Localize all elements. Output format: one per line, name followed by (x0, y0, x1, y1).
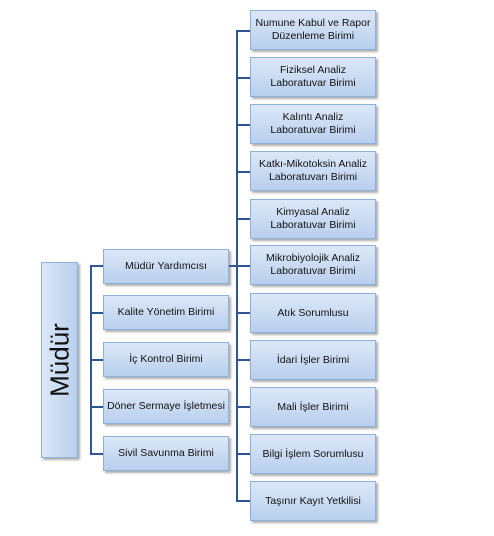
connector-stub (236, 124, 250, 126)
unit-label-line1: Numune Kabul ve Rapor (255, 17, 371, 29)
connector-stub (236, 30, 250, 32)
unit-label: Müdür Yardımcısı (125, 260, 207, 272)
unit-label-line1: Kalıntı Analiz (282, 111, 344, 123)
connector-stub (90, 406, 103, 408)
unit-mudur-yardimcisi: Müdür Yardımcısı (103, 249, 229, 284)
unit-label-line2: Laboratuvar Birimi (270, 219, 356, 231)
unit-label-line1: Kimyasal Analiz (276, 206, 350, 218)
connector-stub (236, 406, 250, 408)
unit-label-line2: Laboratuvar Birimi (270, 124, 356, 136)
connector-stub (90, 359, 103, 361)
unit-tasinir-kayit: Taşınır Kayıt Yetkilisi (250, 481, 376, 521)
connector-stub (236, 265, 250, 267)
unit-label: Döner Sermaye İşletmesi (107, 400, 225, 412)
connector-stub (236, 359, 250, 361)
unit-label-line1: Mikrobiyolojik Analiz (266, 252, 360, 264)
connector-stub (236, 171, 250, 173)
connector-stub (90, 265, 103, 267)
connector-deputy-to-trunk (229, 265, 238, 267)
unit-label-line1: Katkı-Mikotoksin Analiz (259, 158, 367, 170)
connector-stub (236, 218, 250, 220)
unit-label: Sivil Savunma Birimi (118, 447, 214, 459)
root-director-label: Müdür (44, 323, 74, 397)
connector-stub (236, 312, 250, 314)
connector-stub (90, 312, 103, 314)
unit-label: Mali İşler Birimi (277, 400, 349, 413)
unit-sivil-savunma: Sivil Savunma Birimi (103, 436, 229, 471)
unit-label-line2: Laboratuvar Birimi (270, 265, 356, 277)
unit-ic-kontrol: İç Kontrol Birimi (103, 342, 229, 377)
connector-stub (236, 77, 250, 79)
unit-label: İç Kontrol Birimi (129, 353, 203, 365)
unit-label: Kalite Yönetim Birimi (117, 306, 215, 318)
unit-atik-sorumlusu: Atık Sorumlusu (250, 293, 376, 333)
unit-label: Bilgi İşlem Sorumlusu (262, 447, 364, 460)
connector-stub (236, 500, 250, 502)
unit-mali-isler: Mali İşler Birimi (250, 387, 376, 427)
unit-label-line2: Laboratuvarı Birimi (268, 171, 358, 183)
unit-label: İdari İşler Birimi (276, 353, 350, 366)
unit-doner-sermaye: Döner Sermaye İşletmesi (103, 389, 229, 424)
unit-bilgi-islem: Bilgi İşlem Sorumlusu (250, 434, 376, 474)
unit-kalite-yonetim: Kalite Yönetim Birimi (103, 295, 229, 330)
connector-stub (90, 453, 103, 455)
unit-idari-isler: İdari İşler Birimi (250, 340, 376, 380)
unit-label: Atık Sorumlusu (277, 306, 349, 319)
unit-label: Taşınır Kayıt Yetkilisi (265, 494, 361, 507)
connector-stub (236, 453, 250, 455)
unit-label-line2: Düzenleme Birimi (271, 30, 355, 42)
unit-label-line1: Fiziksel Analiz (280, 64, 346, 76)
root-director-box: Müdür (41, 262, 78, 458)
unit-label-line2: Laboratuvar Birimi (270, 77, 356, 89)
